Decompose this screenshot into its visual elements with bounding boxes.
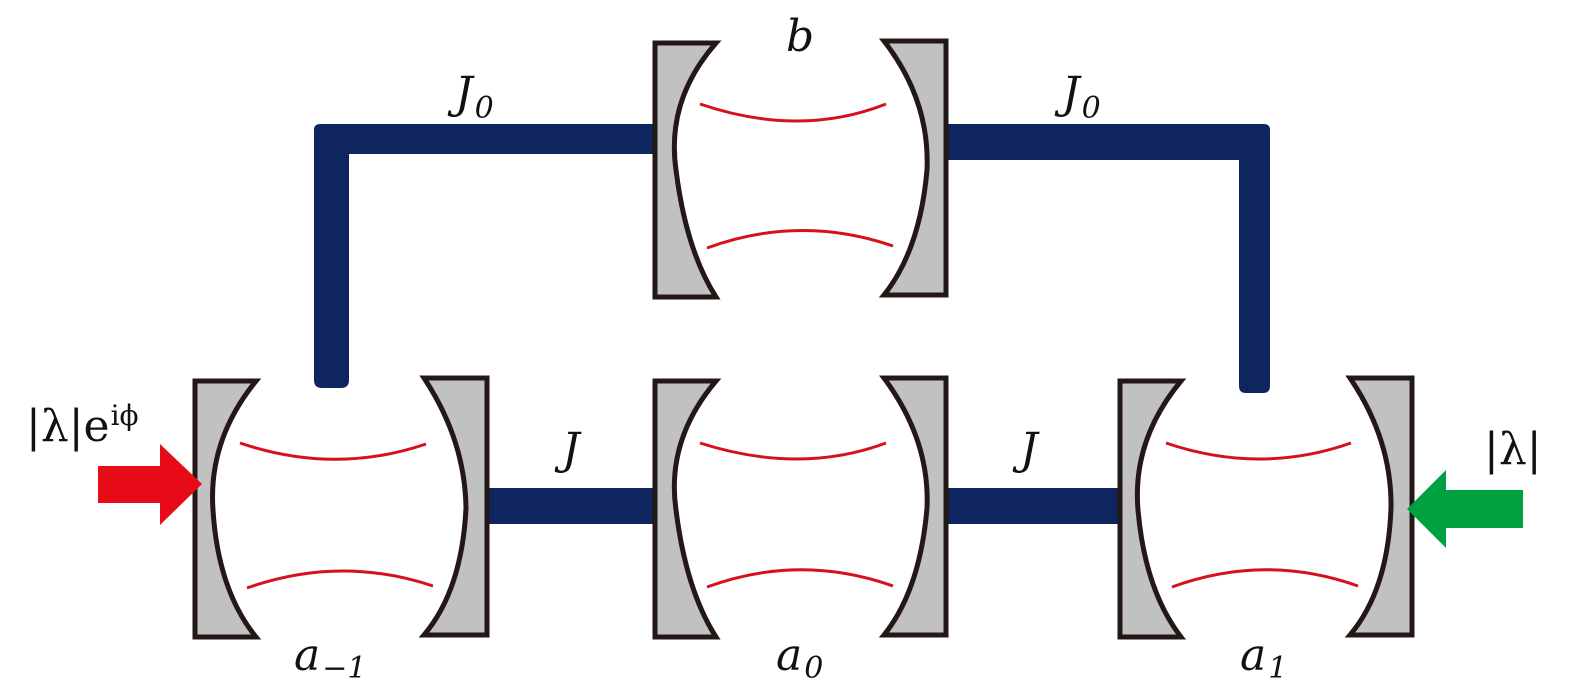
mirror-am1-right [418,375,490,638]
label-j0-left: J0 [447,68,494,126]
cavity-b [652,38,949,300]
mirror-a0-right [878,375,949,638]
coupler-right-bottom [944,488,1124,524]
cavity-a0 [652,375,949,640]
couplers [314,124,1270,524]
label-input-right: |λ| [1484,424,1542,475]
mirror-a1-right [1344,375,1415,638]
label-b: b [786,11,814,62]
mode-a0-top [699,441,887,461]
mirror-am1-left [192,378,262,640]
coupler-left-top [314,124,656,388]
mode-b-top [699,102,887,123]
mode-a1-bottom [1171,568,1359,589]
mode-am1-top [239,441,427,461]
cavity-a-minus-1 [192,375,490,640]
label-j0-right: J0 [1054,68,1101,126]
coupler-right-top [948,124,1270,393]
input-arrow-right [1407,470,1523,548]
mode-a0-bottom [706,568,894,589]
mirror-b-right [878,38,949,298]
mirror-a1-left [1117,378,1187,640]
mode-am1-bottom [246,569,434,590]
mode-b-bottom [706,229,894,250]
mirror-b-left [652,40,722,300]
cavity-a1 [1117,375,1415,640]
mode-a1-top [1165,441,1352,461]
label-input-left: |λ|eiϕ [26,399,139,452]
input-arrow-left [98,444,202,525]
label-a1: a1 [1240,630,1287,686]
label-j-right: J [1012,424,1040,475]
label-j-left: J [554,424,582,475]
label-a-minus-1: a−1 [294,630,366,686]
mirror-a0-left [652,378,722,640]
coupler-left-bottom [481,488,661,524]
label-a0: a0 [776,630,823,686]
